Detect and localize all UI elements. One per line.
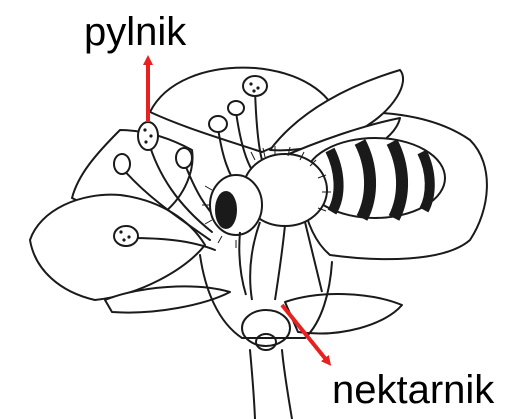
nectary-label: nektarnik: [332, 370, 494, 410]
ovary: [242, 310, 290, 346]
anther-label: pylnik: [84, 12, 186, 52]
anther: [138, 122, 158, 150]
stem: [250, 350, 292, 419]
petal-left-lower: [30, 195, 205, 300]
